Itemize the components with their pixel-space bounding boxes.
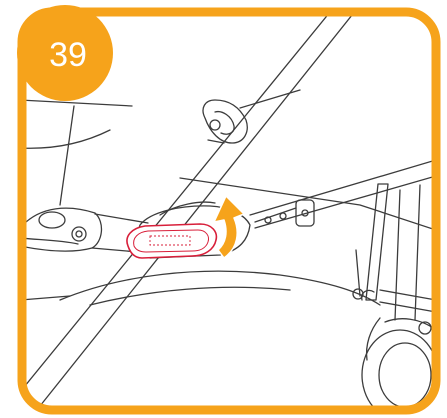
- lower-body-curve-inner: [89, 286, 291, 306]
- tube-pivot-detail: [254, 199, 315, 227]
- main-diagonal-frame-tube: [22, 12, 373, 407]
- right-leg-brace: [379, 289, 436, 313]
- curved-up-arrow-icon: [213, 195, 245, 259]
- seat-strap: [352, 183, 389, 301]
- step-badge: 39: [17, 5, 113, 101]
- step-frame-border: [17, 7, 441, 415]
- step-badge-circle: [17, 5, 113, 101]
- release-lever-highlight: [126, 223, 218, 259]
- lower-left-frame: [22, 295, 71, 301]
- seat-fabric-edge: [179, 177, 436, 231]
- upper-frame-joint: [202, 89, 301, 144]
- right-leg-tube: [394, 184, 421, 321]
- right-frame-tube: [249, 159, 436, 229]
- seat-outline: [22, 99, 133, 206]
- step-number: 39: [49, 36, 87, 74]
- lower-body-curve: [59, 270, 381, 306]
